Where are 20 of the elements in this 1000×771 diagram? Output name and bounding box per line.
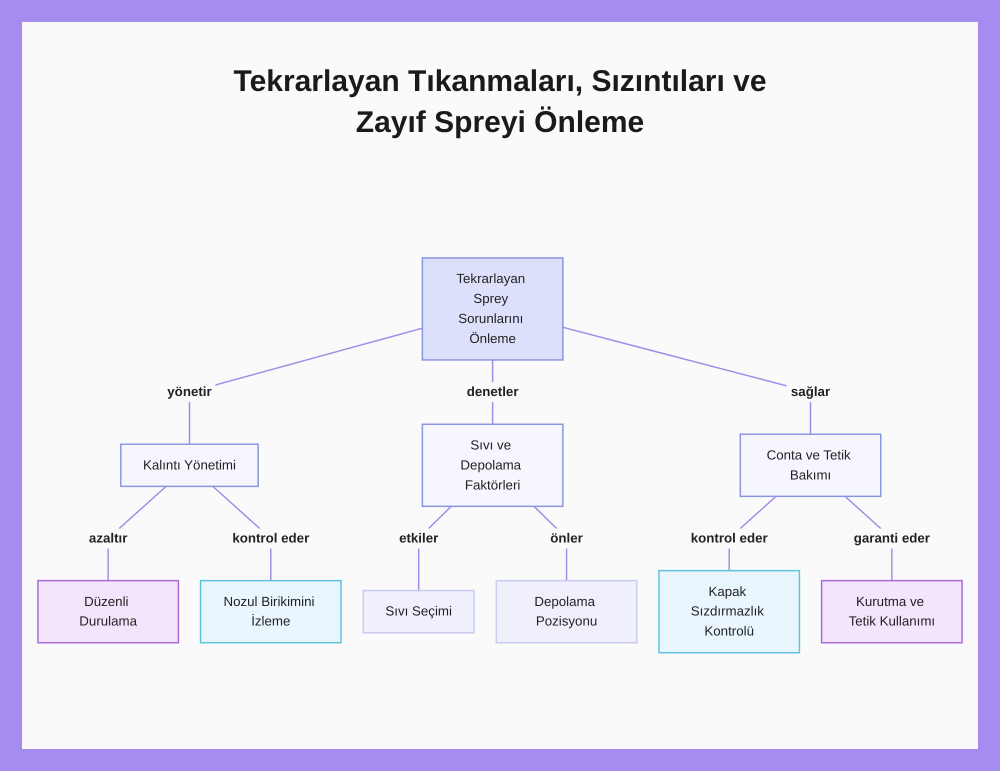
node-box: Nozul Birikimini İzleme (200, 580, 342, 644)
edge-label: azaltır (88, 530, 128, 546)
edge-label: sağlar (790, 384, 830, 400)
node-box: Kapak Sızdırmazlık Kontrolü (658, 570, 800, 654)
node-box: Düzenli Durulama (37, 580, 180, 644)
edge-label: önler (550, 530, 583, 546)
node-box: Kurutma ve Tetik Kullanımı (820, 580, 963, 644)
edge-label: kontrol eder (690, 530, 768, 546)
node-box: Depolama Pozisyonu (496, 580, 638, 644)
diagram-title: Tekrarlayan Tıkanmaları, Sızıntıları ve Zayıf Spreyi Önleme (232, 64, 768, 140)
node-box: Sıvı Seçimi (362, 590, 475, 634)
node-box: Conta ve Tetik Bakımı (740, 434, 882, 498)
edge-label: garanti eder (854, 530, 930, 546)
edge-label: etkiler (399, 530, 438, 546)
node-box: Tekrarlayan Sprey Sorunlarını Önleme (422, 257, 564, 361)
edge-label: yönetir (167, 384, 212, 400)
edge-label: kontrol eder (232, 530, 310, 546)
edge-label: denetler (466, 384, 518, 400)
node-box: Sıvı ve Depolama Faktörleri (422, 424, 564, 508)
node-box: Kalıntı Yönetimi (120, 444, 259, 488)
